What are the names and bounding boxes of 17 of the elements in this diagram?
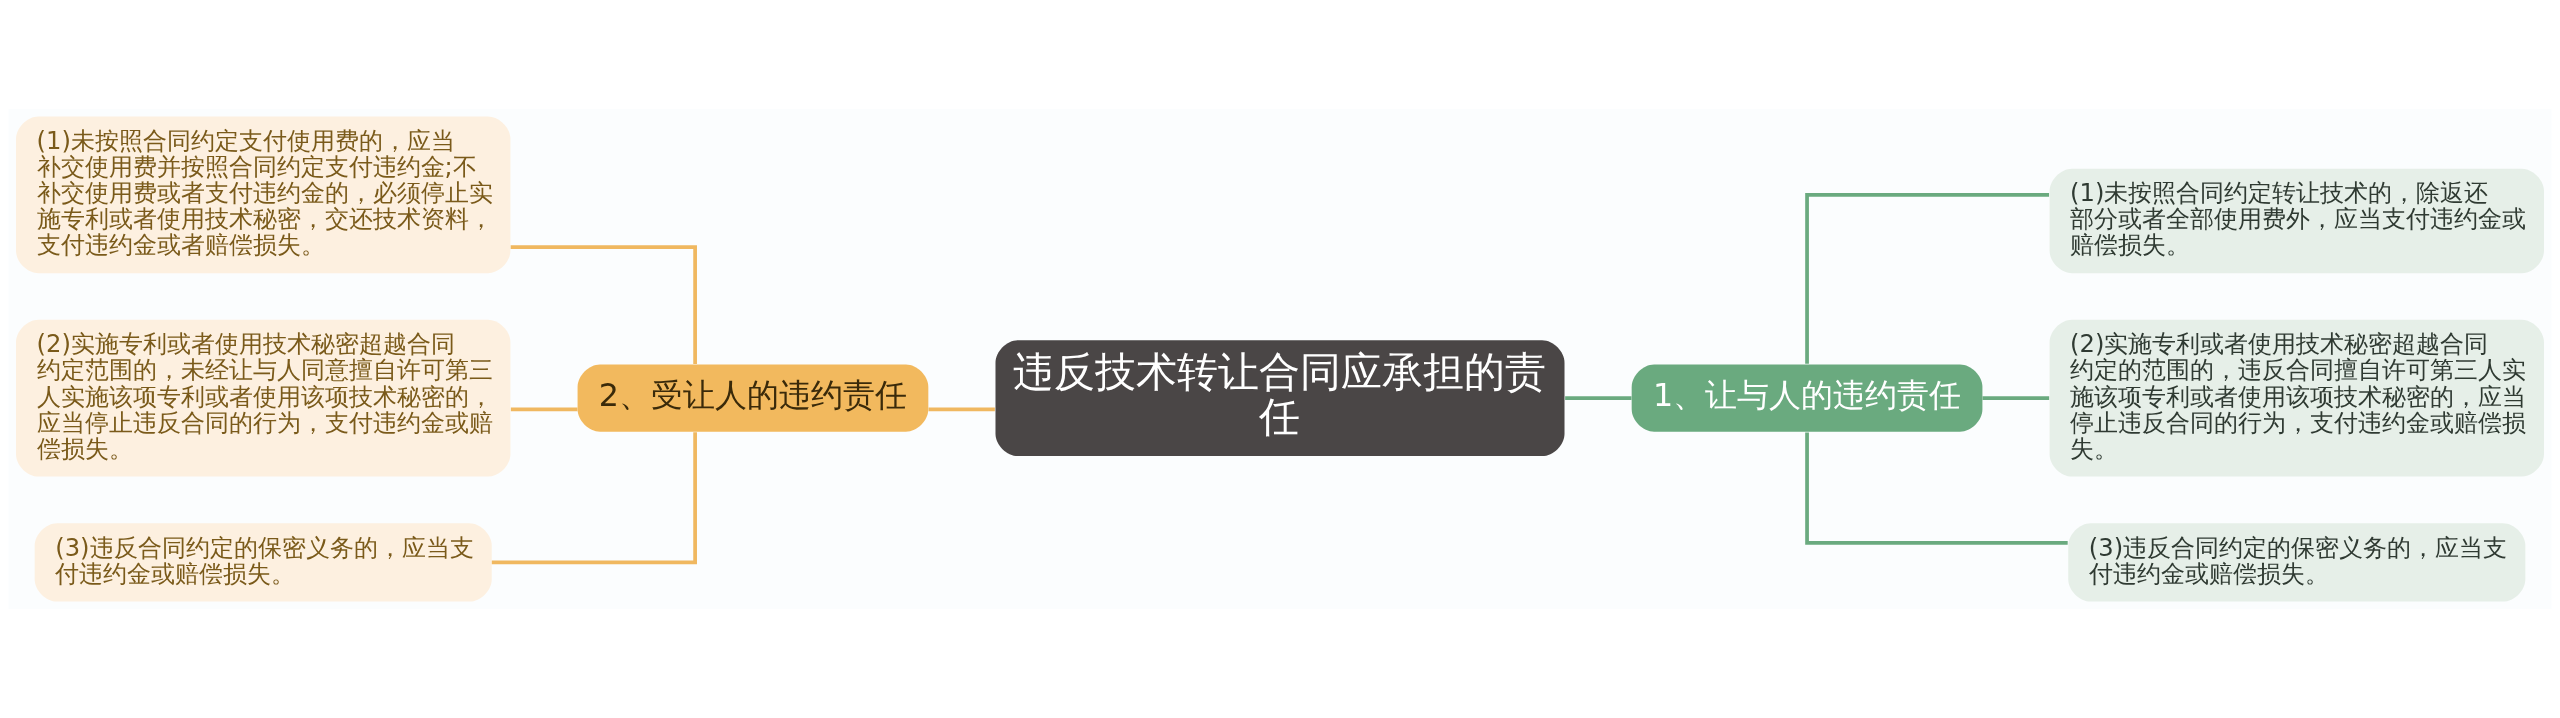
connector xyxy=(510,407,578,412)
node-box: (1)未按照合同约定支付使用费的，应当补交使用费并按照合同约定支付违约金;不补交使用费或者支付违约金的，必须停止实施专利或者使用技术秘密，交还技术资料，支付违约金或者赔偿损失。 xyxy=(16,116,511,274)
node-box: (3)违反合同约定的保密义务的，应当支付违约金或赔偿损失。 xyxy=(2068,523,2526,602)
connector xyxy=(1805,192,2050,364)
node-box: 1、让与人的违约责任 xyxy=(1631,364,1983,432)
node-box: (2)实施专利或者使用技术秘密超越合同约定的范围的，违反合同擅自许可第三人实施该项专利或者使用该项技术秘密的，应当停止违反合同的行为，支付违约金或赔偿损失。 xyxy=(2049,319,2544,477)
connector xyxy=(1982,396,2050,401)
connector xyxy=(510,245,697,364)
connector xyxy=(1805,432,2068,545)
node-box: 违反技术转让合同应承担的责任 xyxy=(995,340,1565,456)
connector xyxy=(1565,396,1632,401)
node-box: (1)未按照合同约定转让技术的，除返还部分或者全部使用费外，应当支付违约金或赔偿损失。 xyxy=(2049,168,2544,274)
node-box: (3)违反合同约定的保密义务的，应当支付违约金或赔偿损失。 xyxy=(34,523,492,602)
node-box: 2、受让人的违约责任 xyxy=(577,364,929,432)
connector xyxy=(491,432,697,565)
node-box: (2)实施专利或者使用技术秘密超越合同约定范围的，未经让与人同意擅自许可第三人实施该项专利或者使用该项技术秘密的，应当停止违反合同的行为，支付违约金或赔偿损失。 xyxy=(16,319,511,477)
connector xyxy=(928,407,995,412)
